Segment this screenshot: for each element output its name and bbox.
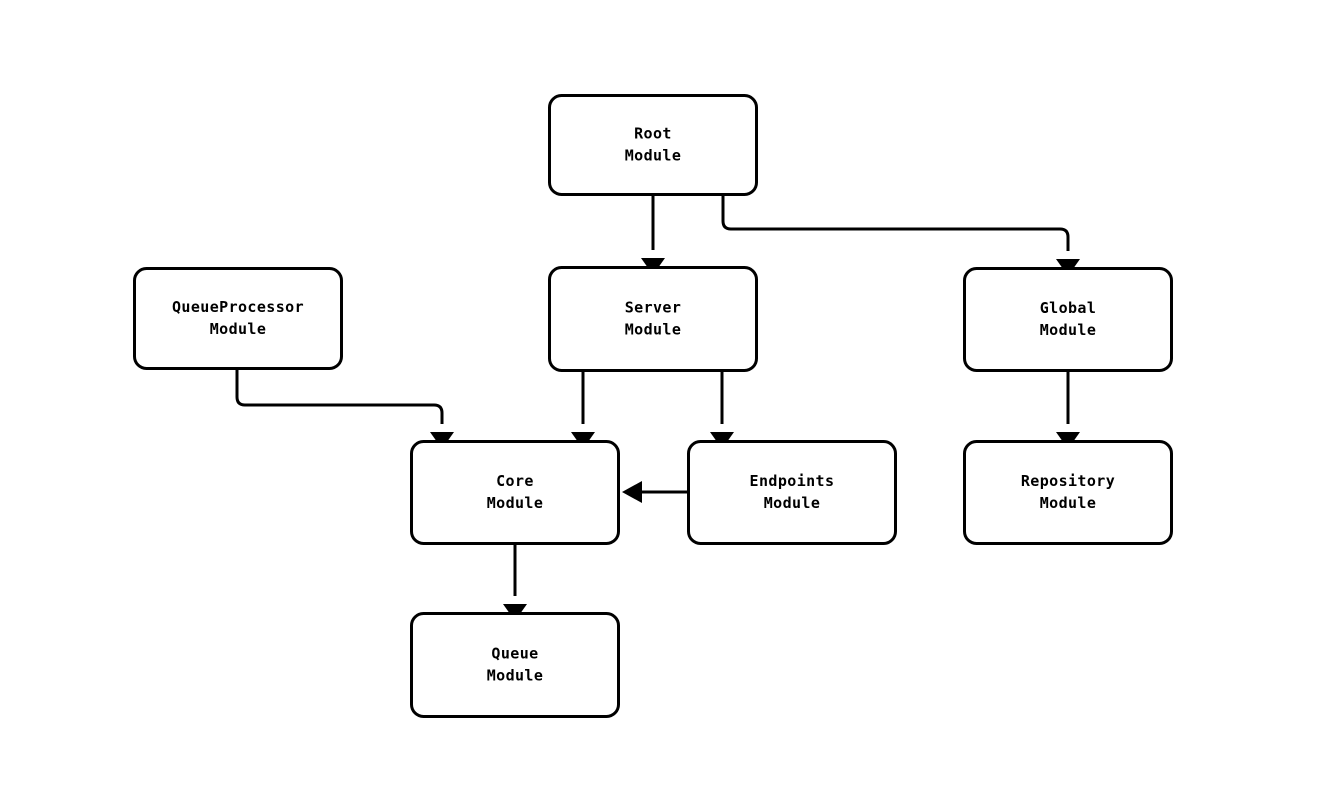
node-box[interactable] [687,440,897,545]
node-label-line1: QueueProcessor [172,298,304,316]
node-label-line2: Module [487,667,544,685]
arrowhead-icon [622,481,642,503]
node-box[interactable] [410,440,620,545]
node-label-line1: Server [625,299,682,317]
node-label-line2: Module [625,321,682,339]
node-box[interactable] [548,94,758,196]
node-label-line2: Module [1040,494,1097,512]
edge-endpoints-to-core [622,481,687,503]
node-label-line1: Endpoints [750,472,835,490]
node-box[interactable] [963,440,1173,545]
edge-server-to-core [571,372,595,449]
node-label-line1: Root [634,125,672,143]
edges-layer [235,196,1080,621]
node-label-line2: Module [764,494,821,512]
edge-global-to-repository [1056,372,1080,449]
node-label-line2: Module [625,147,682,165]
node-box[interactable] [410,612,620,718]
edge-server-to-endpoints [710,372,734,449]
node-label-line2: Module [1040,321,1097,339]
node-label-line1: Queue [491,645,538,663]
node-label-line1: Core [496,472,534,490]
node-label-line1: Global [1040,299,1097,317]
edge-line [721,196,1070,251]
node-label-line2: Module [210,320,267,338]
nodes-layer: RootModuleQueueProcessorModuleServerModu… [133,94,1173,718]
edge-queueprocessor-to-core [235,370,454,449]
node-box[interactable] [963,267,1173,372]
edge-root-to-server [641,196,665,275]
node-box[interactable] [548,266,758,372]
edge-line [235,370,444,424]
node-box[interactable] [133,267,343,370]
edge-core-to-queue [503,545,527,621]
node-label-line1: Repository [1021,472,1115,490]
edge-root-to-global [721,196,1080,276]
node-label-line2: Module [487,494,544,512]
